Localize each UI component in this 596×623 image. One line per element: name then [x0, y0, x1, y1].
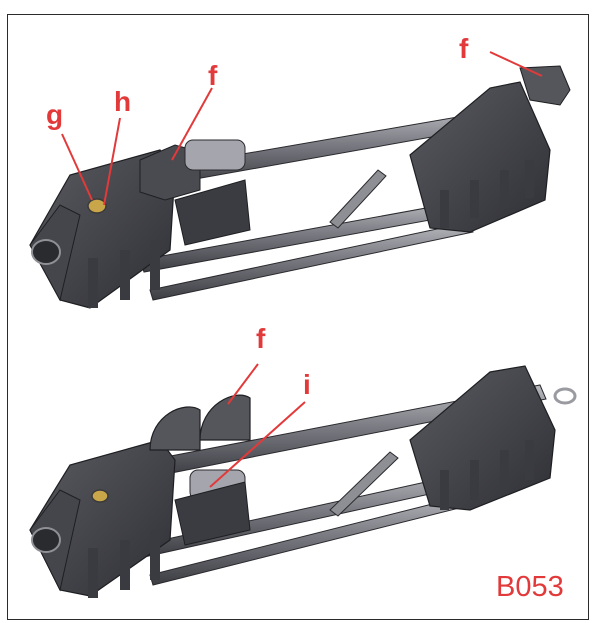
leader-f2: [489, 51, 543, 77]
upper-assembly: [29, 65, 571, 309]
lower-right-pin: [553, 387, 577, 405]
upper-bottom-rod-2: [149, 221, 474, 301]
upper-lock-pin: [87, 198, 107, 214]
lower-left-leg-1: [88, 548, 98, 598]
label-f-upper-left: f: [208, 60, 218, 91]
label-f-lower: f: [256, 323, 266, 354]
upper-right-leg-2: [470, 180, 479, 218]
upper-strut: [329, 169, 387, 229]
leader-i: [209, 401, 306, 488]
upper-left-leg-2: [120, 250, 130, 300]
lower-right-plate: [409, 365, 556, 511]
lower-right-leg-1: [440, 470, 449, 510]
leader-h: [103, 117, 121, 206]
lower-assembly: [29, 365, 577, 598]
lower-right-leg-2: [470, 460, 479, 500]
lower-clamp-1: [149, 406, 201, 451]
upper-right-leg-4: [525, 160, 534, 198]
lower-clamp-2: [199, 394, 251, 441]
lower-left-leg-3: [150, 530, 160, 580]
upper-left-leg-3: [150, 240, 160, 290]
label-g: g: [46, 99, 63, 130]
label-h: h: [114, 86, 131, 117]
upper-left-bushing: [31, 239, 61, 265]
upper-cylinder: [184, 139, 246, 171]
lower-lock-pin: [91, 489, 109, 503]
lower-center-bracket: [174, 481, 251, 546]
upper-left-leg-1: [88, 258, 98, 308]
upper-right-leg-3: [500, 170, 509, 208]
leader-f3: [227, 363, 259, 405]
upper-right-plate: [409, 81, 551, 233]
figure-code: B053: [496, 571, 564, 603]
upper-right-leg-1: [440, 190, 449, 228]
leader-f1: [171, 87, 213, 161]
upper-right-clamp: [519, 65, 571, 106]
lower-strut: [329, 451, 399, 517]
lower-left-bushing: [31, 527, 61, 553]
lower-right-leg-4: [525, 440, 534, 480]
upper-center-bracket: [174, 179, 251, 246]
leader-g: [61, 133, 93, 201]
label-i: i: [303, 369, 311, 400]
lower-right-leg-3: [500, 450, 509, 490]
lower-left-leg-2: [120, 540, 130, 590]
label-f-upper-right: f: [459, 33, 469, 64]
